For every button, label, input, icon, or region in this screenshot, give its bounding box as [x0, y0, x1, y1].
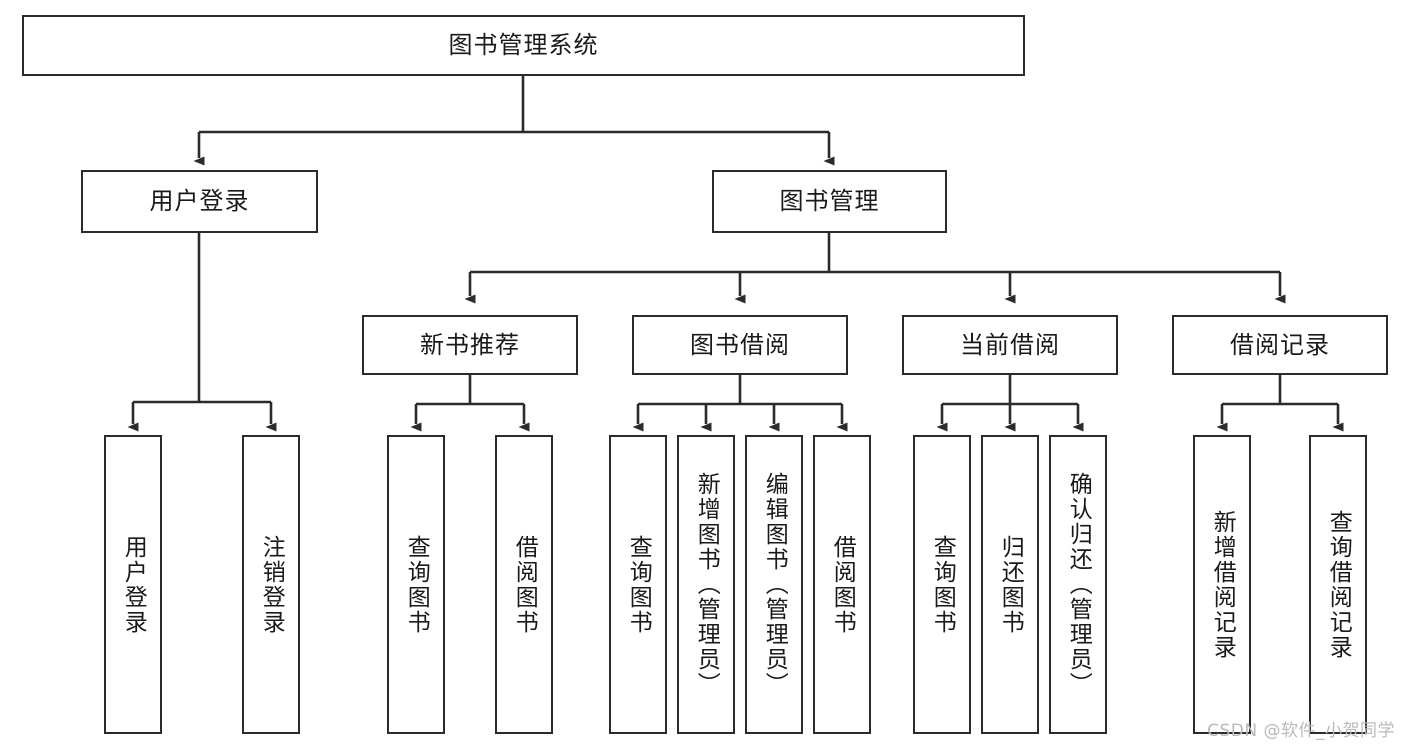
leaf-user-login-signin[interactable]: 用户登录 [104, 435, 162, 734]
node-current-borrow[interactable]: 当前借阅 [902, 315, 1118, 375]
node-book-management-label: 图书管理 [779, 187, 880, 216]
node-user-login-label: 用户登录 [149, 187, 250, 216]
leaf-label: 查询图书 [403, 534, 430, 635]
leaf-current-confirm-return-admin[interactable]: 确认归还（管理员） [1049, 435, 1107, 734]
leaf-label: 查询借阅记录 [1325, 509, 1352, 660]
node-root[interactable]: 图书管理系统 [22, 15, 1025, 76]
leaf-label: 查询图书 [625, 534, 652, 635]
leaf-borrow-edit-book-admin[interactable]: 编辑图书（管理员） [745, 435, 803, 734]
leaf-user-login-signout[interactable]: 注销登录 [242, 435, 300, 734]
leaf-label: 注销登录 [258, 534, 285, 635]
node-new-book-recommend[interactable]: 新书推荐 [362, 315, 578, 375]
leaf-label: 借阅图书 [511, 534, 538, 635]
node-current-borrow-label: 当前借阅 [960, 330, 1060, 359]
leaf-record-add-record[interactable]: 新增借阅记录 [1193, 435, 1251, 734]
watermark: CSDN @软件_小贺同学 [1207, 721, 1395, 741]
leaf-current-return-book[interactable]: 归还图书 [981, 435, 1039, 734]
leaf-label: 新增图书（管理员） [693, 472, 720, 697]
leaf-label: 新增借阅记录 [1209, 509, 1236, 660]
node-book-borrow[interactable]: 图书借阅 [632, 315, 848, 375]
node-book-management[interactable]: 图书管理 [712, 170, 947, 233]
leaf-label: 确认归还（管理员） [1065, 472, 1092, 697]
node-user-login[interactable]: 用户登录 [81, 170, 318, 233]
leaf-borrow-borrow-book[interactable]: 借阅图书 [813, 435, 871, 734]
node-borrow-record-label: 借阅记录 [1230, 330, 1330, 359]
leaf-label: 编辑图书（管理员） [761, 472, 788, 697]
node-book-borrow-label: 图书借阅 [690, 330, 790, 359]
leaf-label: 借阅图书 [829, 534, 856, 635]
leaf-borrow-query-book[interactable]: 查询图书 [609, 435, 667, 734]
leaf-borrow-add-book-admin[interactable]: 新增图书（管理员） [677, 435, 735, 734]
node-root-label: 图书管理系统 [448, 31, 599, 60]
leaf-recommend-query-book[interactable]: 查询图书 [387, 435, 445, 734]
leaf-recommend-borrow-book[interactable]: 借阅图书 [495, 435, 553, 734]
leaf-label: 归还图书 [997, 534, 1024, 635]
leaf-record-query-record[interactable]: 查询借阅记录 [1309, 435, 1367, 734]
node-borrow-record[interactable]: 借阅记录 [1172, 315, 1388, 375]
leaf-label: 用户登录 [120, 534, 147, 635]
node-new-book-recommend-label: 新书推荐 [420, 330, 520, 359]
leaf-label: 查询图书 [929, 534, 956, 635]
leaf-current-query-book[interactable]: 查询图书 [913, 435, 971, 734]
